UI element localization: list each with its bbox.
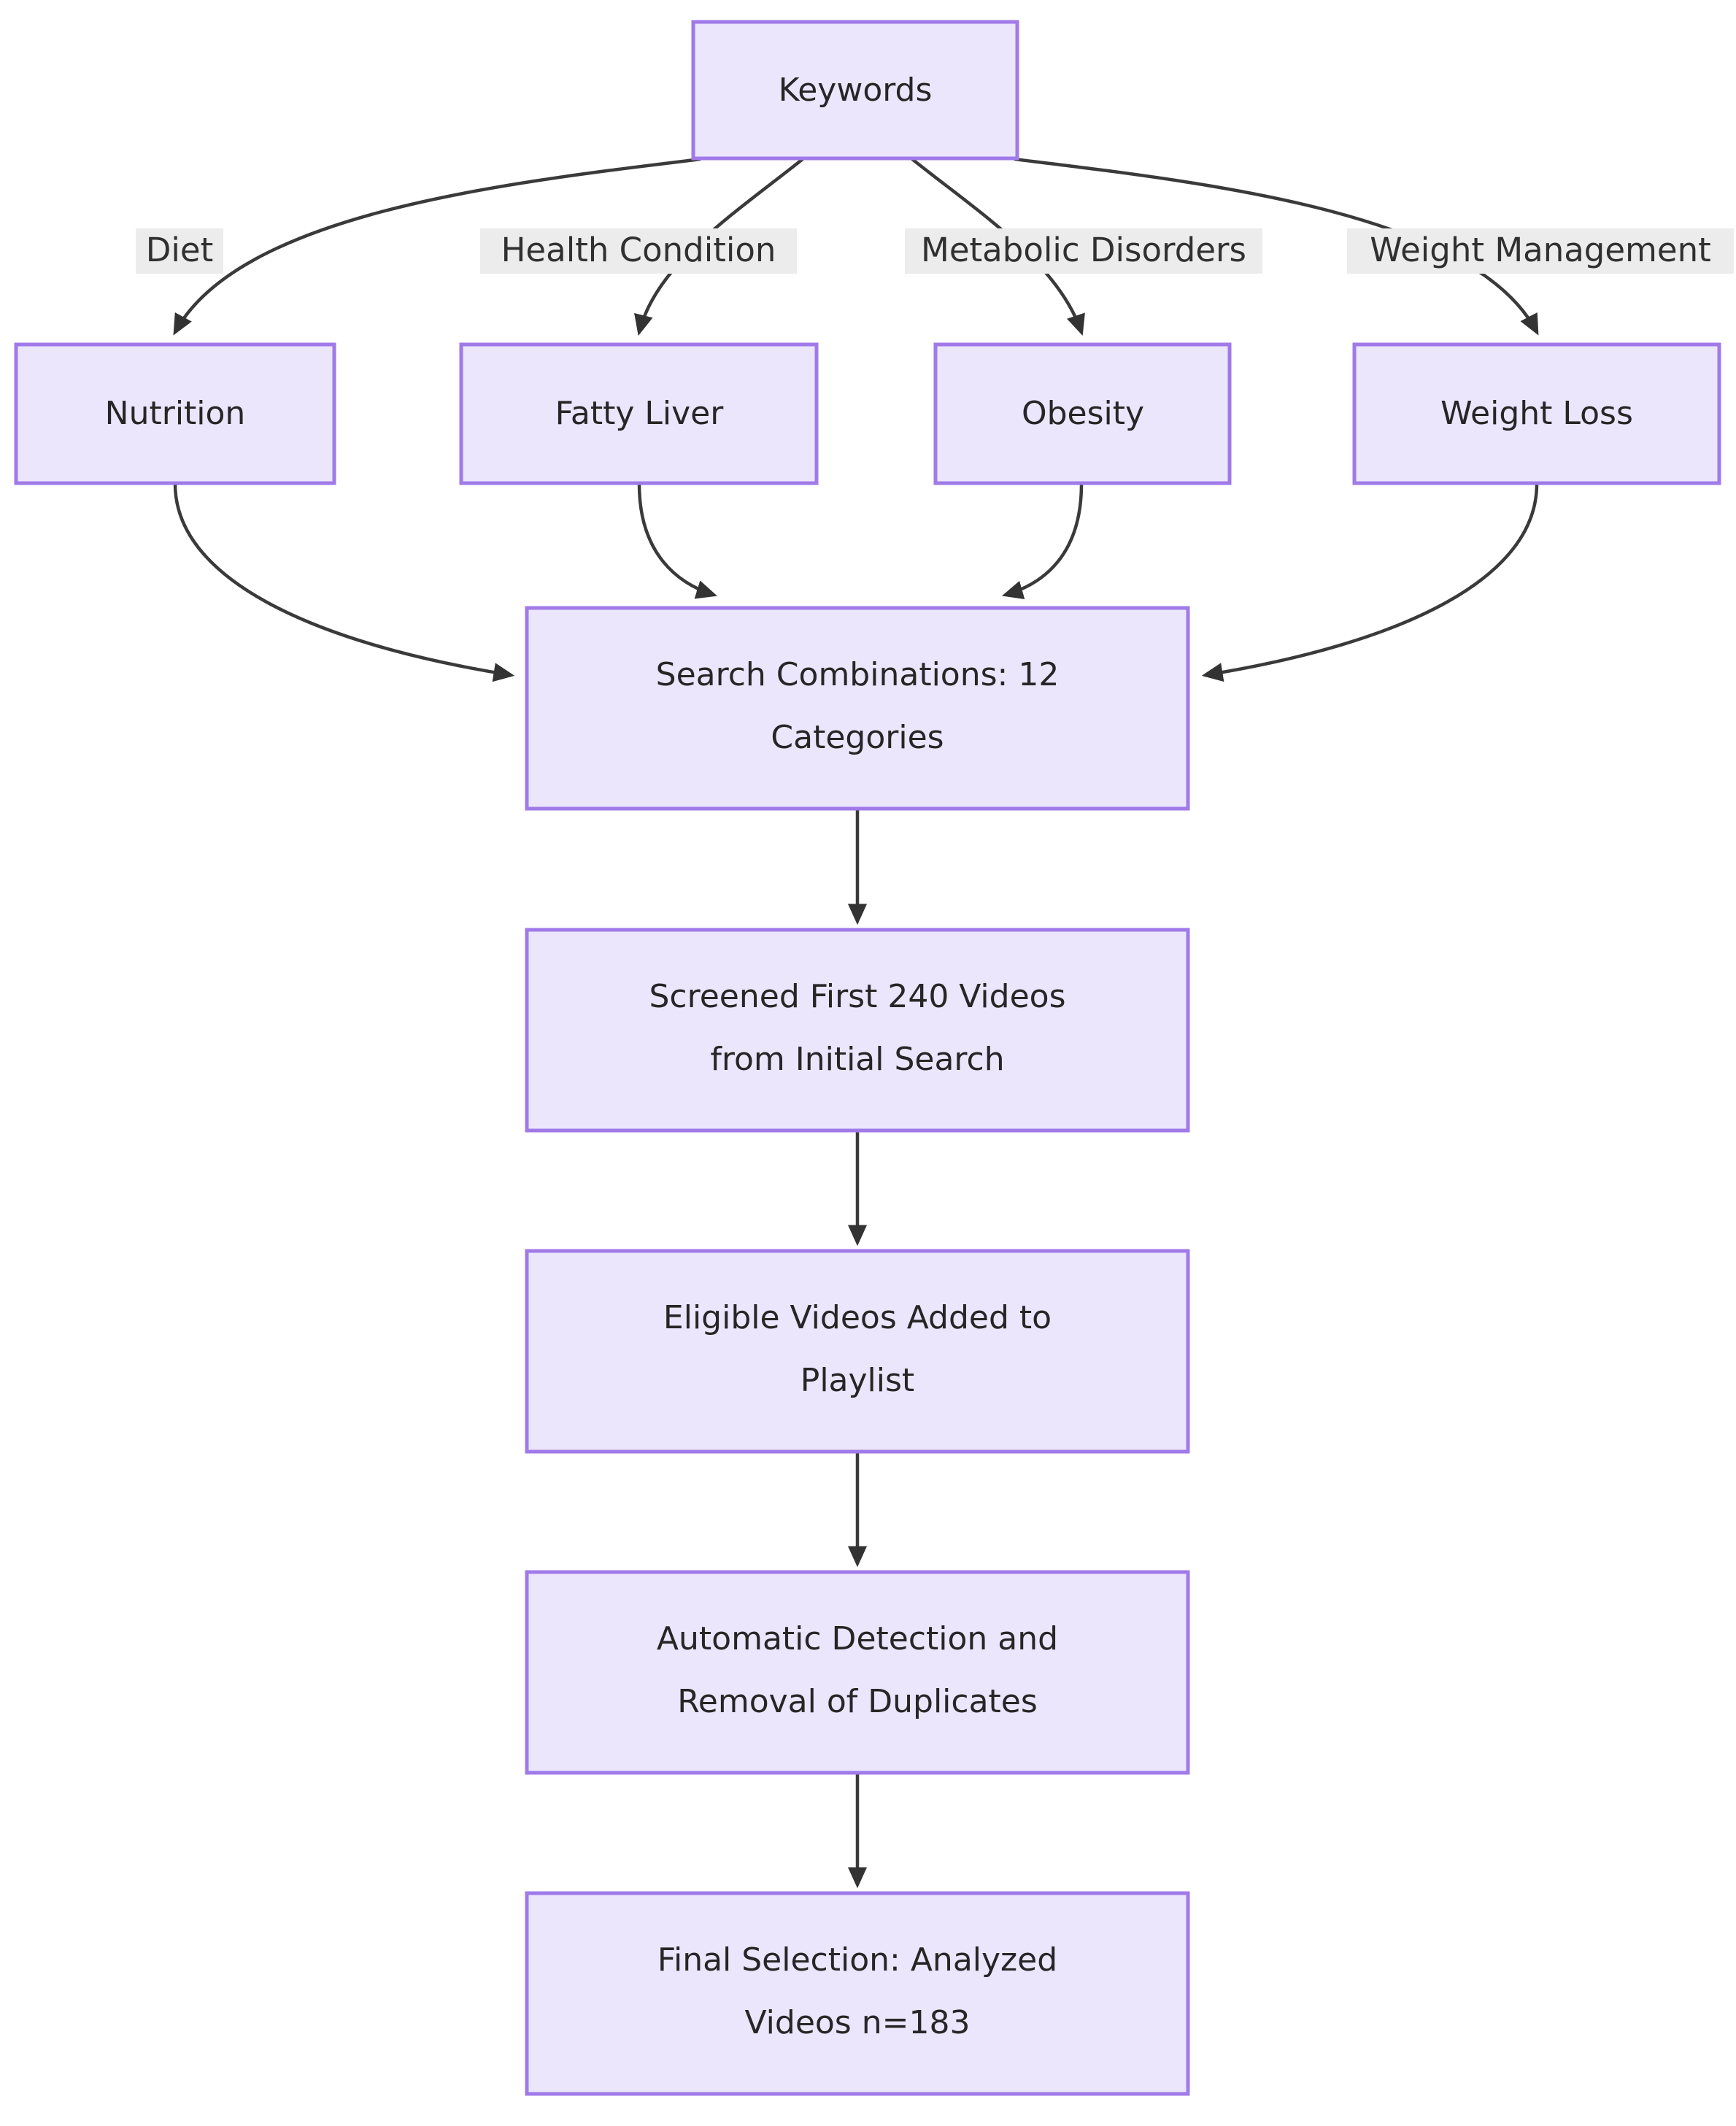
node-keywords[interactable]: Keywords: [691, 20, 1019, 161]
edge-label-weight-management: Weight Management: [1347, 228, 1734, 274]
node-search-combinations-label-line2: Categories: [771, 719, 944, 756]
edge-label-health-condition: Health Condition: [480, 228, 797, 274]
node-obesity[interactable]: Obesity: [933, 342, 1232, 485]
edge-keywords-to-nutrition: [173, 157, 701, 336]
node-eligible-videos-label-line1: Eligible Videos Added to: [663, 1299, 1052, 1336]
node-final-selection-label-line2: Videos n=183: [745, 2004, 971, 2041]
node-weight-loss[interactable]: Weight Loss: [1352, 342, 1721, 485]
node-fatty-liver[interactable]: Fatty Liver: [459, 342, 819, 485]
edge-keywords-to-weight-loss: [1014, 157, 1539, 336]
node-keywords-label: Keywords: [779, 72, 933, 109]
node-weight-loss-label: Weight Loss: [1440, 395, 1633, 432]
node-duplicate-removal-label-line2: Removal of Duplicates: [677, 1683, 1038, 1720]
node-eligible-videos[interactable]: Eligible Videos Added to Playlist: [525, 1249, 1190, 1454]
node-obesity-label: Obesity: [1022, 395, 1144, 432]
node-search-combinations-label-line1: Search Combinations: 12: [656, 656, 1060, 693]
node-fatty-liver-label: Fatty Liver: [555, 395, 725, 432]
edge-fatty-liver-to-search: [637, 483, 718, 599]
node-final-selection-label-line1: Final Selection: Analyzed: [657, 1941, 1057, 1979]
edge-label-metabolic-disorders: Metabolic Disorders: [905, 228, 1262, 274]
node-nutrition[interactable]: Nutrition: [14, 342, 336, 485]
edge-label-diet-text: Diet: [146, 231, 213, 269]
node-screened-videos[interactable]: Screened First 240 Videos from Initial S…: [525, 928, 1190, 1133]
edge-label-health-condition-text: Health Condition: [501, 231, 776, 269]
node-nutrition-label: Nutrition: [105, 395, 246, 432]
node-duplicate-removal-label-line1: Automatic Detection and: [657, 1620, 1058, 1657]
node-search-combinations[interactable]: Search Combinations: 12 Categories: [525, 606, 1190, 811]
node-duplicate-removal[interactable]: Automatic Detection and Removal of Dupli…: [525, 1570, 1190, 1775]
node-screened-videos-label-line1: Screened First 240 Videos: [649, 978, 1065, 1015]
edge-nutrition-to-search: [173, 483, 515, 682]
edge-label-weight-management-text: Weight Management: [1370, 231, 1711, 269]
node-screened-videos-label-line2: from Initial Search: [710, 1041, 1004, 1078]
node-eligible-videos-label-line2: Playlist: [801, 1362, 914, 1399]
node-final-selection[interactable]: Final Selection: Analyzed Videos n=183: [525, 1891, 1190, 2096]
edge-label-diet: Diet: [136, 228, 223, 274]
edge-label-metabolic-disorders-text: Metabolic Disorders: [921, 231, 1246, 269]
edge-obesity-to-search: [1001, 483, 1084, 600]
edge-weight-loss-to-search: [1201, 483, 1539, 682]
